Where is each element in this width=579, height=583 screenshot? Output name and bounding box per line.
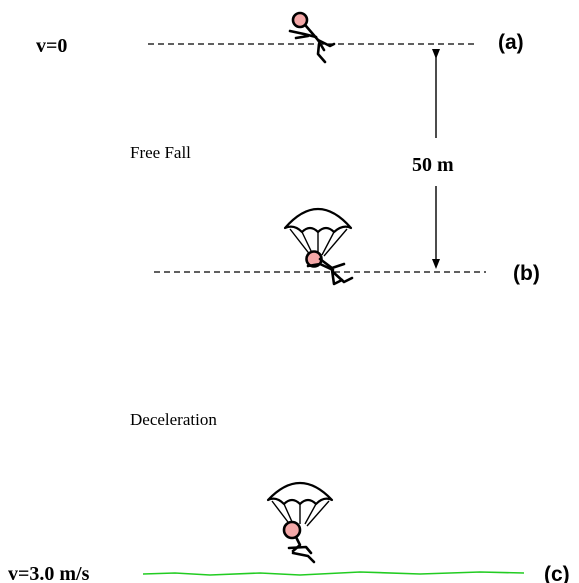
skydiver-head	[291, 11, 309, 29]
point-b-label: (b)	[513, 262, 540, 285]
initial-velocity-label: v=0	[36, 35, 67, 57]
final-velocity-label: v=3.0 m/s	[8, 563, 90, 583]
point-c-label: (c)	[544, 563, 570, 583]
deceleration-label: Deceleration	[130, 410, 217, 429]
parachute-canopy-b	[283, 207, 353, 234]
distance-label: 50 m	[412, 154, 454, 176]
skydiver-parachute-figure-c	[266, 481, 334, 564]
skydiver-freefall-figure	[288, 11, 336, 64]
ground-line	[142, 571, 525, 576]
skydiver-parachute-figure-b	[283, 207, 354, 286]
free-fall-label: Free Fall	[130, 143, 191, 162]
parachute-canopy-c	[266, 481, 334, 506]
point-a-label: (a)	[498, 31, 524, 54]
skydiver-head-c	[282, 520, 302, 540]
